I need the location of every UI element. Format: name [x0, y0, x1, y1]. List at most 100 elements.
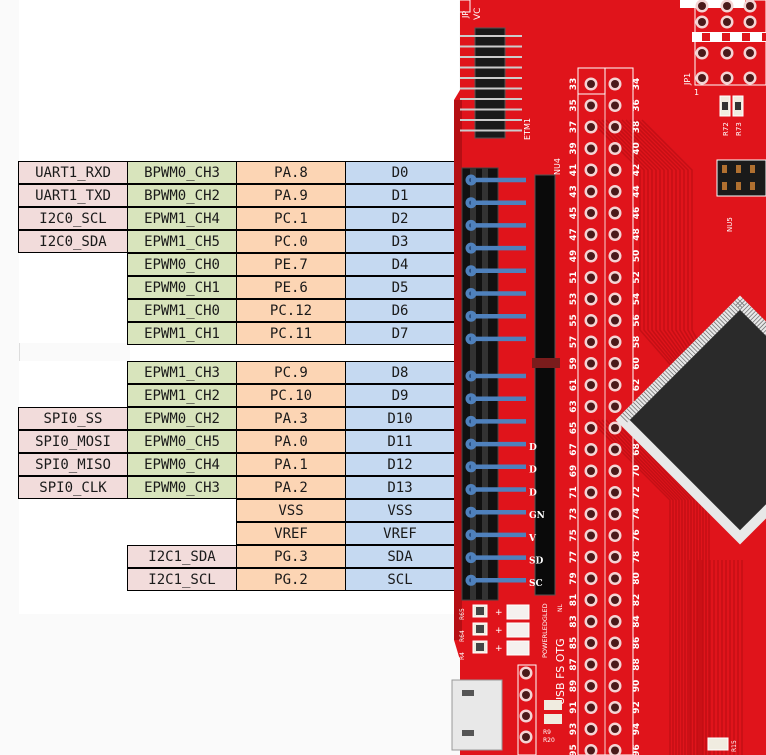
plus-mark: +: [495, 626, 503, 636]
usb-tab: [462, 690, 474, 696]
chip-pin-gap: [669, 365, 677, 374]
pin-hole: [611, 488, 619, 497]
led: [506, 640, 530, 656]
pin-hole: [587, 682, 595, 690]
nl-label: NL: [557, 604, 564, 612]
pin-hole: [611, 359, 619, 368]
chip-pin-gap: [677, 357, 686, 366]
arduino-pin-cell: SCL: [345, 568, 455, 591]
trace: [617, 119, 697, 371]
chip-pin-gap: [692, 342, 700, 351]
trace: [601, 119, 685, 371]
smd-resistor-body: [476, 607, 484, 615]
pin-hole: [723, 2, 731, 10]
function-cell: I2C0_SCL: [18, 207, 128, 230]
port-cell: PG.3: [236, 545, 346, 568]
pwm-cell: EPWM1_CH0: [127, 299, 237, 322]
pin-number-label: 84: [632, 615, 642, 628]
pin-number-label: 43: [569, 185, 579, 198]
pin-number-label: 63: [569, 400, 579, 413]
pin-hole: [611, 338, 619, 346]
power-led-label: POWERLEDGLED: [541, 603, 549, 658]
jp-label: JP: [461, 11, 470, 19]
pin-number-label: 65: [569, 422, 579, 435]
pin-hole: [587, 123, 595, 131]
jp1-pin-label: 1: [694, 88, 699, 97]
arduino-header-left: [461, 167, 499, 601]
pin-hole: [587, 660, 595, 669]
header-divider: [532, 358, 560, 368]
chip-pin-gap: [679, 355, 688, 364]
pin-hole: [587, 531, 595, 540]
uno-silk-label: SC: [529, 579, 543, 589]
pin-hole: [587, 617, 595, 626]
usb-pin-outline: [517, 664, 537, 755]
chip-pin-gap: [730, 304, 739, 313]
chip-pin-gap: [739, 302, 748, 310]
pin-number-label: 53: [569, 293, 579, 306]
pin-hole: [611, 531, 619, 540]
port-cell: VREF: [236, 522, 346, 545]
pin-hole: [587, 338, 595, 346]
chip-pin-gap: [741, 304, 750, 313]
pin-number-label: 57: [569, 336, 579, 349]
pin-number-label: 56: [632, 314, 642, 327]
chip-pin-gap: [696, 338, 705, 347]
chip-pin-gap: [694, 340, 703, 349]
pin-hole: [611, 381, 619, 389]
function-cell: SPI0_MOSI: [18, 430, 128, 453]
pin-hole: [587, 596, 595, 604]
pin-number-label: 55: [569, 314, 579, 327]
table-gap: [19, 343, 130, 361]
pin-hole: [611, 80, 619, 88]
chip-pin-gap: [628, 406, 637, 414]
r73-label: R73: [735, 122, 743, 136]
pwm-cell: EPWM1_CH3: [127, 361, 237, 384]
chip-pin-gap: [750, 312, 758, 321]
chip-pin-gap: [735, 298, 744, 306]
chip-pin-gap: [637, 397, 645, 406]
port-cell: VSS: [236, 499, 346, 522]
silk-gap: [742, 33, 750, 41]
chip-pin-gap: [626, 408, 635, 417]
pin-hole: [611, 574, 619, 583]
nu5-pin: [722, 165, 727, 173]
nu5-pin: [736, 165, 741, 173]
pin-number-label: 50: [632, 250, 642, 263]
chip-pin-gap: [707, 327, 715, 336]
arduino-pin-cell: D5: [345, 276, 455, 299]
port-cell: PA.3: [236, 407, 346, 430]
chip-pin-gap: [736, 298, 745, 306]
arduino-pin-cell: D0: [345, 161, 455, 184]
pin-hole: [746, 74, 754, 82]
pin-hole: [587, 402, 595, 411]
chip-pin-gap: [652, 382, 660, 391]
pin-hole: [723, 74, 731, 82]
pin-hole: [698, 18, 706, 26]
pin-hole: [522, 712, 530, 720]
pin-hole: [746, 2, 754, 10]
pin-hole: [611, 467, 619, 475]
pin-hole: [587, 295, 595, 303]
pin-hole: [611, 617, 619, 626]
pin-number-label: 48: [632, 228, 642, 241]
r64-label: R64: [459, 630, 466, 642]
port-cell: PA.8: [236, 161, 346, 184]
pin-number-label: 71: [569, 486, 579, 499]
header-gap: [482, 168, 488, 600]
silk-gap: [762, 33, 766, 41]
pwm-cell: EPWM0_CH1: [127, 276, 237, 299]
arduino-pin-cell: SDA: [345, 545, 455, 568]
pin-number-label: 44: [632, 185, 642, 198]
chip-pin-gap: [643, 391, 652, 400]
pin-hole: [587, 553, 595, 561]
r65-label: R65: [459, 608, 466, 620]
pin-number-label: 33: [569, 78, 579, 91]
silk-gap: [722, 33, 730, 41]
pin-number-label: 37: [569, 121, 579, 134]
pin-hole: [522, 669, 530, 677]
pin-hole: [587, 467, 595, 475]
pin-hole: [587, 381, 595, 389]
pin-number-label: 73: [569, 508, 579, 521]
chip-pin-gap: [654, 380, 662, 389]
